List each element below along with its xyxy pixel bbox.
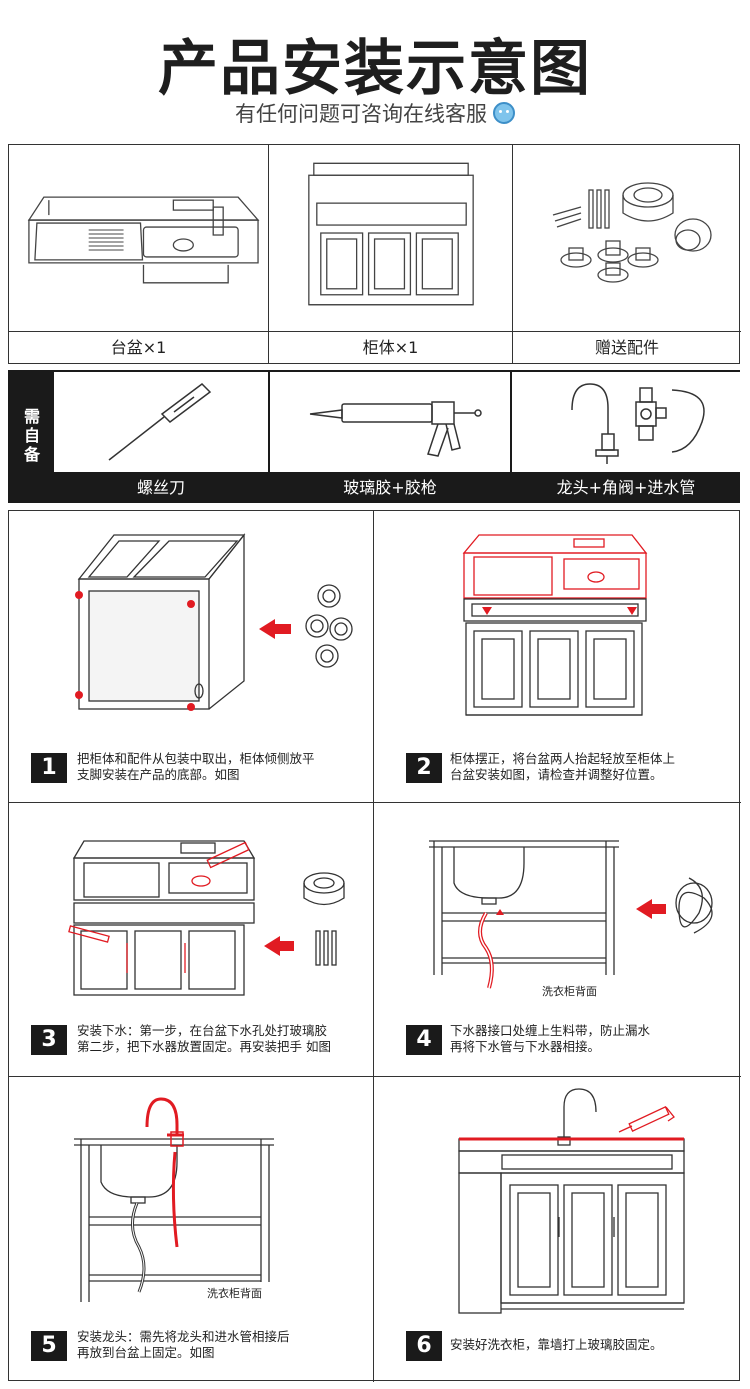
accessories-illustration bbox=[552, 182, 712, 283]
customer-service-icon[interactable] bbox=[493, 102, 515, 124]
step-2-description: 柜体摆正，将台盆两人抬起轻放至柜体上台盆安装如图，请检查并调整好位置。 bbox=[450, 751, 676, 782]
prepare-item-faucet-valve-hose bbox=[512, 372, 740, 472]
step-6-illustration bbox=[458, 1088, 685, 1314]
prepare-item-label: 螺丝刀 bbox=[136, 478, 185, 497]
package-item-label: 台盆×1 bbox=[9, 331, 268, 363]
step-2: 2 柜体摆正，将台盆两人抬起轻放至柜体上台盆安装如图，请检查并调整好位置。 bbox=[374, 511, 741, 803]
step-5: 洗衣柜背面 5 安装龙头：需先将龙头和进水管相接后再放到台盆上固定。如图 bbox=[9, 1077, 374, 1382]
package-contents-table: 台盆×1 柜体×1 bbox=[8, 144, 741, 364]
prepare-item-label: 玻璃胶+胶枪 bbox=[343, 478, 437, 497]
basin-illustration bbox=[27, 196, 260, 284]
step-5-illustration bbox=[74, 1097, 274, 1302]
step-5-number: 5 bbox=[31, 1331, 67, 1361]
package-item-label: 柜体×1 bbox=[269, 331, 512, 363]
step-4-description: 下水器接口处缠上生料带，防止漏水再将下水管与下水器相接。 bbox=[450, 1023, 651, 1054]
step-3-number: 3 bbox=[31, 1025, 67, 1055]
step-5-description: 安装龙头：需先将龙头和进水管相接后再放到台盆上固定。如图 bbox=[77, 1329, 290, 1360]
package-item-label: 赠送配件 bbox=[513, 331, 741, 363]
step-1: 1 把柜体和配件从包装中取出，柜体倾侧放平支脚安装在产品的底部。如图 bbox=[9, 511, 374, 803]
step-4-caption: 洗衣柜背面 bbox=[542, 985, 597, 998]
step-6: 6 安装好洗衣柜，靠墙打上玻璃胶固定。 bbox=[374, 1077, 741, 1382]
step-3-illustration bbox=[68, 840, 345, 996]
step-6-description: 安装好洗衣柜，靠墙打上玻璃胶固定。 bbox=[450, 1337, 663, 1352]
step-2-illustration bbox=[462, 534, 648, 716]
step-1-description: 把柜体和配件从包装中取出，柜体倾侧放平支脚安装在产品的底部。如图 bbox=[77, 751, 315, 782]
faucet-valve-hose-icon bbox=[571, 383, 705, 464]
subtitle-text: 有任何问题可咨询在线客服 bbox=[235, 102, 487, 126]
step-5-caption: 洗衣柜背面 bbox=[207, 1287, 262, 1300]
step-1-illustration bbox=[75, 533, 353, 711]
package-item-basin: 台盆×1 bbox=[9, 145, 269, 363]
page-subtitle: 有任何问题可咨询在线客服 bbox=[0, 98, 750, 128]
step-4: 洗衣柜背面 4 下水器接口处缠上生料带，防止漏水再将下水管与下水器相接。 bbox=[374, 803, 741, 1077]
step-6-number: 6 bbox=[406, 1331, 442, 1361]
package-item-cabinet: 柜体×1 bbox=[269, 145, 513, 363]
step-4-number: 4 bbox=[406, 1025, 442, 1055]
step-2-number: 2 bbox=[406, 753, 442, 783]
prepare-item-glue-gun bbox=[270, 372, 510, 472]
page-title: 产品安装示意图 bbox=[158, 34, 592, 104]
step-3-description: 安装下水：第一步，在台盆下水孔处打玻璃胶第二步，把下水器放置固定。再安装把手 如… bbox=[77, 1023, 331, 1054]
step-4-illustration bbox=[429, 840, 713, 989]
prepare-item-label: 龙头+角阀+进水管 bbox=[556, 478, 696, 497]
step-1-number: 1 bbox=[31, 753, 67, 783]
self-prepare-side-label: 需自备 bbox=[21, 408, 40, 465]
self-prepare-table: 需自备 bbox=[8, 370, 740, 503]
prepare-item-screwdriver bbox=[54, 372, 268, 472]
installation-steps-grid: 1 把柜体和配件从包装中取出，柜体倾侧放平支脚安装在产品的底部。如图 bbox=[8, 510, 741, 1382]
screwdriver-icon bbox=[108, 383, 212, 461]
step-3: 3 安装下水：第一步，在台盆下水孔处打玻璃胶第二步，把下水器放置固定。再安装把手… bbox=[9, 803, 374, 1077]
glue-gun-icon bbox=[309, 401, 482, 457]
package-item-accessories: 赠送配件 bbox=[513, 145, 741, 363]
cabinet-illustration bbox=[308, 162, 474, 306]
